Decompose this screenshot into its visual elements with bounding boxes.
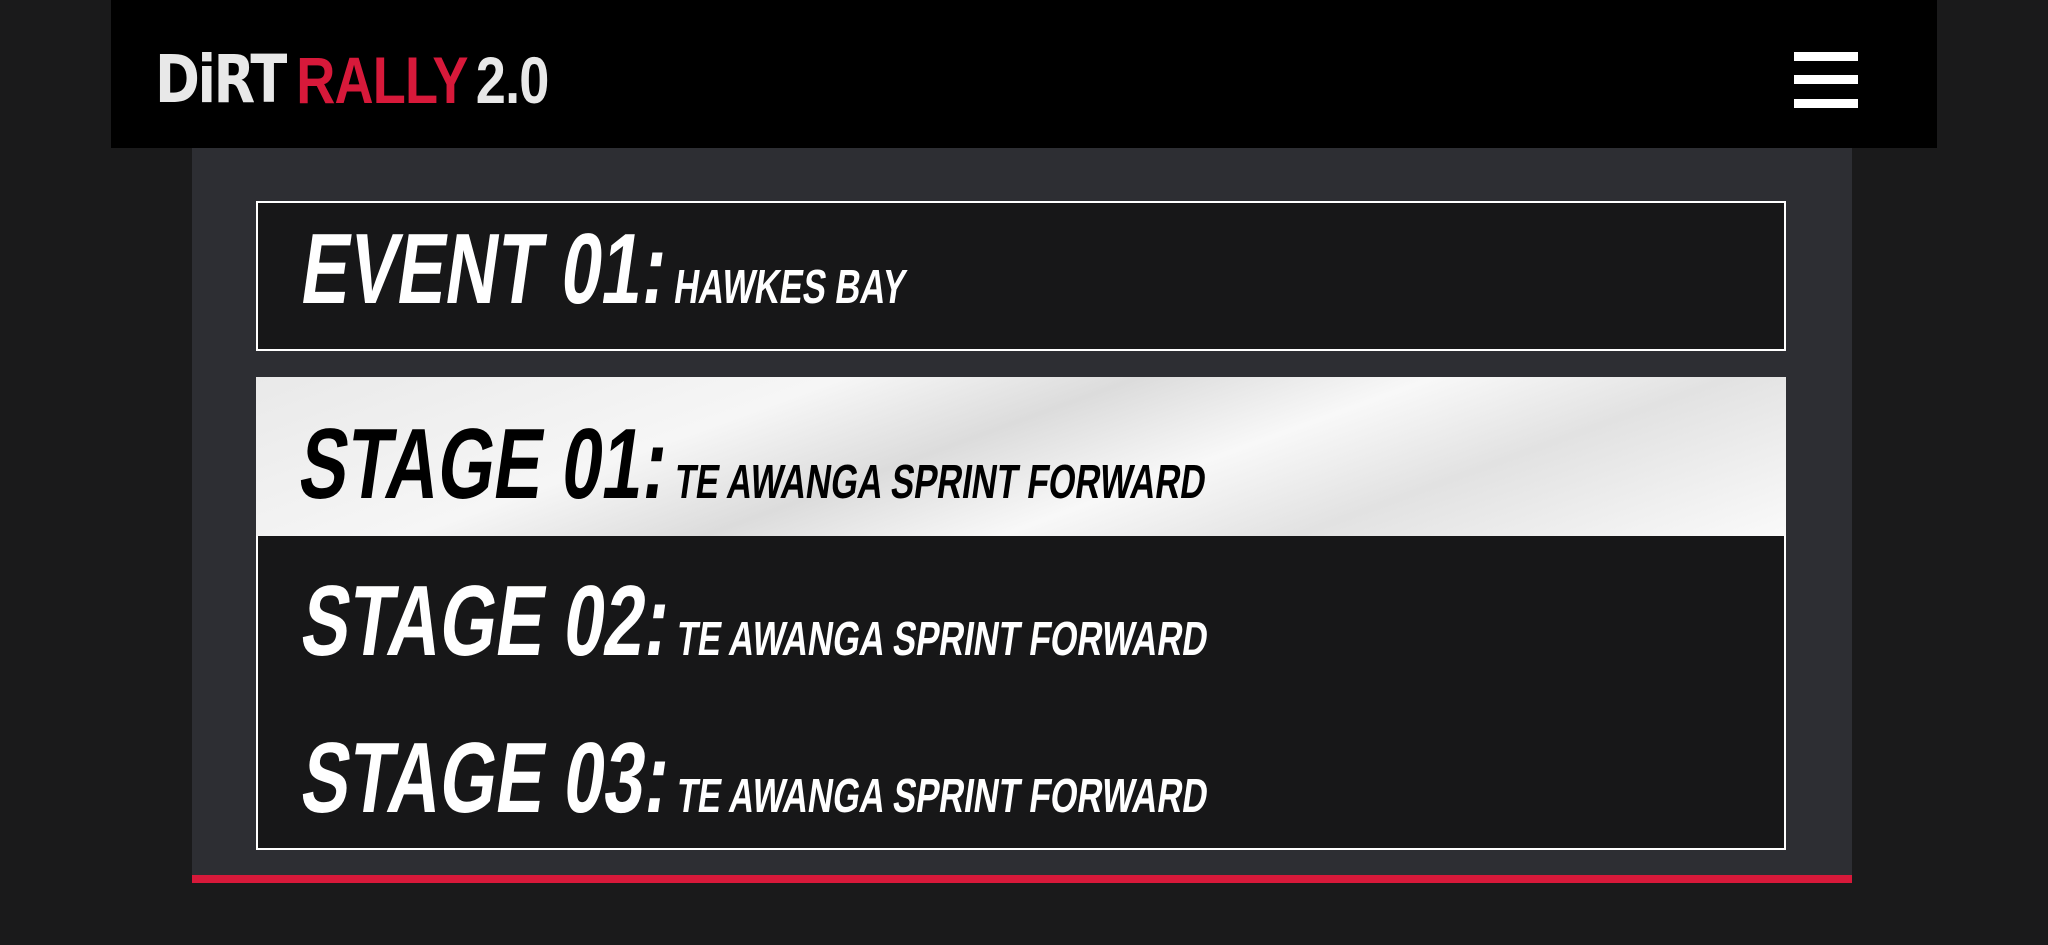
site-header: DiRT RALLY 2.0 — [111, 0, 1937, 148]
stage-list: STAGE 01: TE AWANGA SPRINT FORWARD STAGE… — [256, 377, 1786, 850]
hamburger-menu-icon[interactable] — [1794, 52, 1858, 108]
dirt-rally-logo[interactable]: DiRT RALLY 2.0 — [155, 41, 550, 118]
stage-item-01[interactable]: STAGE 01: TE AWANGA SPRINT FORWARD — [256, 377, 1786, 536]
stage-name: TE AWANGA SPRINT FORWARD — [673, 770, 1212, 823]
logo-version: 2.0 — [475, 43, 550, 117]
stage-label: STAGE 03: — [295, 722, 678, 834]
stage-item-03[interactable]: STAGE 03: TE AWANGA SPRINT FORWARD — [258, 693, 1784, 850]
stage-label: STAGE 02: — [295, 565, 678, 677]
logo-rally: RALLY — [296, 43, 468, 117]
logo-dirt: DiRT — [155, 41, 287, 118]
event-row: EVENT 01: HAWKES BAY — [258, 203, 1784, 349]
stage-label: STAGE 01: — [293, 408, 676, 520]
event-name: HAWKES BAY — [670, 261, 910, 314]
stage-name: TE AWANGA SPRINT FORWARD — [673, 613, 1212, 666]
event-label: EVENT 01: — [295, 213, 676, 325]
stage-item-02[interactable]: STAGE 02: TE AWANGA SPRINT FORWARD — [258, 536, 1784, 693]
event-header: EVENT 01: HAWKES BAY — [256, 201, 1786, 351]
stage-name: TE AWANGA SPRINT FORWARD — [671, 456, 1210, 509]
accent-bar — [192, 875, 1852, 883]
